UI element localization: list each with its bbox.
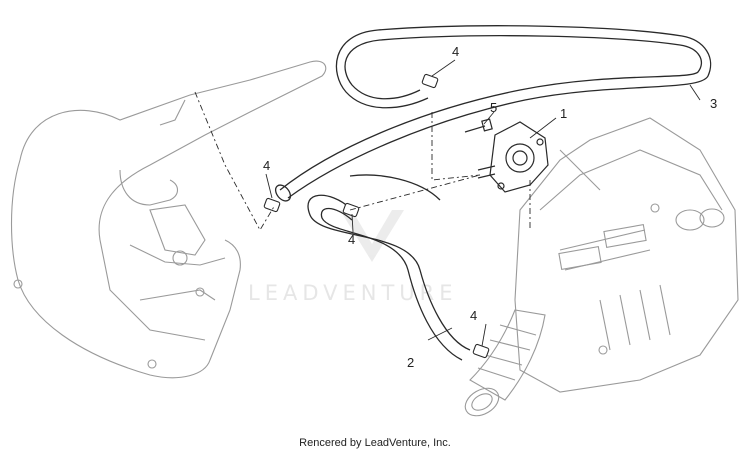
intake-boot bbox=[464, 309, 546, 417]
exhaust-pipe-ghost bbox=[10, 60, 327, 379]
callout-1: 1 bbox=[560, 106, 567, 121]
clamp-bottom bbox=[472, 343, 490, 359]
callout-4-middle: 4 bbox=[348, 232, 355, 247]
callout-4-bottom: 4 bbox=[470, 308, 477, 323]
callout-3: 3 bbox=[710, 96, 717, 111]
leader-lines bbox=[194, 91, 531, 231]
clamp-top bbox=[421, 73, 439, 89]
hose-2 bbox=[307, 174, 471, 361]
footer-credit: Rencered by LeadVenture, Inc. bbox=[299, 437, 451, 449]
breather-valve-1 bbox=[477, 121, 549, 193]
callout-4-top: 4 bbox=[452, 44, 459, 59]
callout-2: 2 bbox=[407, 355, 414, 370]
callout-4-left: 4 bbox=[263, 158, 270, 173]
airbox-ghost bbox=[514, 117, 739, 393]
clamp-left bbox=[263, 197, 281, 213]
clamp-group bbox=[263, 73, 490, 359]
callout-leaders bbox=[265, 59, 701, 347]
watermark-text: LEADVENTURE bbox=[248, 281, 458, 305]
callout-5: 5 bbox=[490, 100, 497, 115]
hose-3 bbox=[274, 25, 712, 202]
bolt-5 bbox=[464, 118, 493, 133]
leadventure-logo-watermark: LEADVENTURE bbox=[248, 210, 458, 305]
